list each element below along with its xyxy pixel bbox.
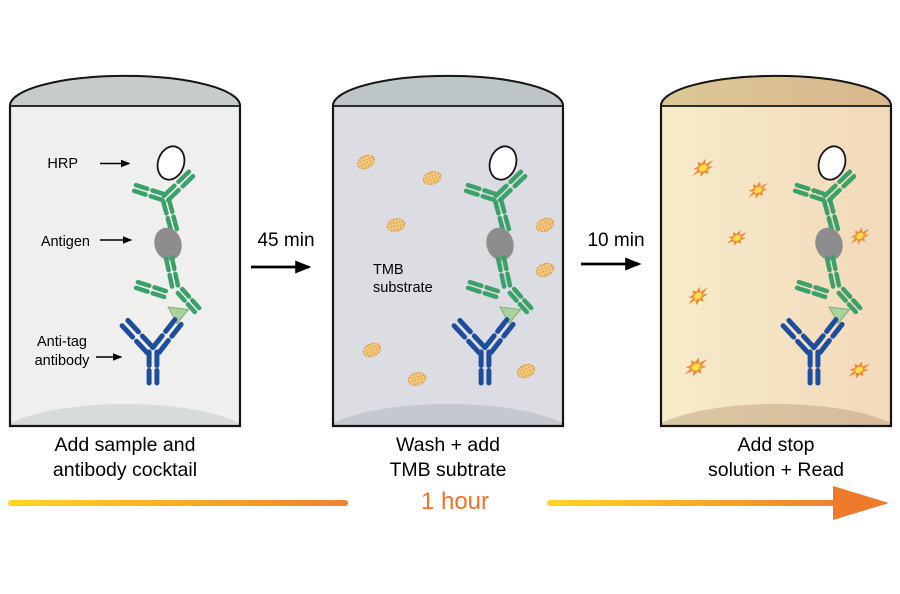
timeline-duration: 1 hour [420,488,490,515]
caption-step2: Wash + add TMB subtrate [328,433,568,483]
tmb-label-line2: substrate [373,280,433,296]
vessel-lid [9,75,241,107]
vessel-step3 [659,74,893,428]
transition1-duration: 45 min [257,230,315,251]
caption-step3-line1: Add stop [737,434,815,456]
vessel-lid [660,75,892,107]
vessel-lid [332,75,564,107]
caption-step3-line2: solution + Read [707,459,845,481]
timeline-arrowhead-icon [833,486,889,520]
vessel-step1: HRP Antigen Anti-tag antibody [8,74,242,428]
anti-tag-label-line1: Anti-tag [37,334,87,350]
timeline-bar-right [547,500,835,506]
anti-tag-label-line2: antibody [35,353,91,369]
transition2-duration: 10 min [587,230,645,251]
transition2-arrow-icon [581,257,642,271]
caption-step3: Add stop solution + Read [656,433,896,483]
antigen-label: Antigen [41,234,90,250]
vessel-body [10,76,240,426]
caption-step2-line1: Wash + add [396,434,500,456]
vessel-step2: TMB substrate [331,74,565,428]
hrp-label: HRP [47,156,78,172]
caption-step1-line2: antibody cocktail [52,459,198,481]
caption-step2-line2: TMB subtrate [389,459,507,481]
caption-step1-line1: Add sample and [54,434,196,456]
transition1-arrow-icon [251,260,312,274]
caption-step1: Add sample and antibody cocktail [5,433,245,483]
liquid-meniscus [333,404,563,427]
liquid-meniscus [10,404,240,427]
liquid-meniscus [661,404,891,427]
timeline-bar-left [8,500,348,506]
tmb-label-line1: TMB [373,262,404,278]
